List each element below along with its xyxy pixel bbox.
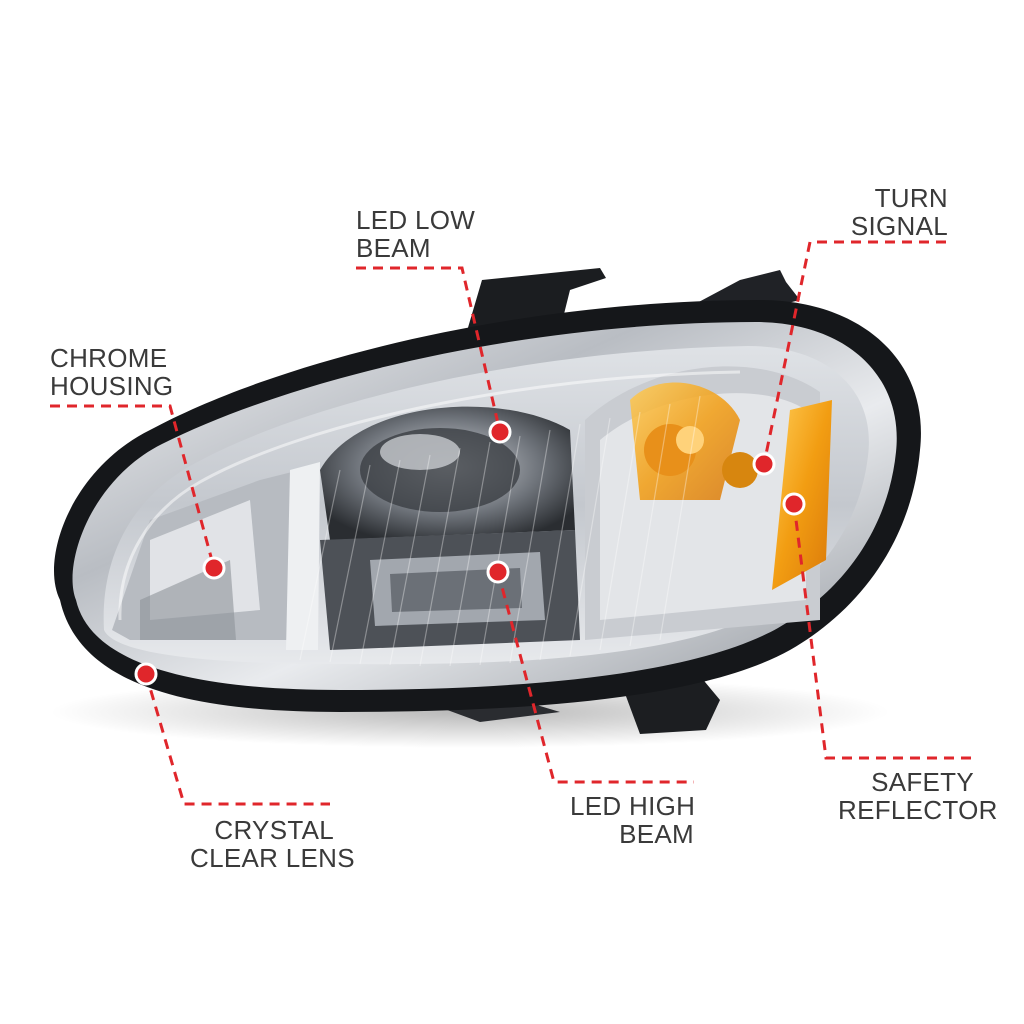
callout-line-high-beam — [496, 571, 694, 784]
marker-low-beam — [488, 420, 512, 444]
callout-line-turn-signal — [762, 240, 946, 465]
callout-label-line: SIGNAL — [850, 211, 948, 241]
callout-label-turn-signal: TURN SIGNAL — [851, 184, 948, 240]
marker-high-beam — [486, 560, 510, 584]
marker-safety-reflector — [782, 492, 806, 516]
callout-label-line: REFLECTOR — [838, 795, 998, 825]
callout-label-line: BEAM — [619, 819, 694, 849]
callout-lines — [50, 240, 974, 806]
callout-label-led-high-beam: LED HIGH BEAM — [570, 791, 696, 849]
callout-label-safety-reflector: SAFETY REFLECTOR — [838, 767, 998, 825]
callout-label-chrome-housing: CHROME HOUSING — [50, 344, 173, 400]
callout-label-line: HOUSING — [50, 371, 174, 401]
callout-line-safety-reflector — [792, 503, 974, 760]
callout-line-chrome-housing — [50, 404, 216, 569]
callout-line-low-beam — [356, 266, 502, 433]
callout-label-line: CHROME — [50, 343, 168, 373]
callout-label-line: BEAM — [356, 233, 431, 263]
marker-crystal-lens — [134, 662, 158, 686]
callout-label-line: SAFETY — [871, 767, 974, 797]
callout-label-line: CRYSTAL — [214, 815, 334, 845]
turn-signal — [630, 382, 758, 500]
callout-label-line: CLEAR LENS — [190, 843, 355, 873]
callout-markers — [134, 420, 806, 686]
safety-reflector — [772, 400, 832, 590]
lens-fluting — [299, 395, 701, 667]
callout-label-line: TURN — [874, 183, 948, 213]
callout-label-crystal-clear-lens: CRYSTAL CLEAR LENS — [190, 815, 355, 873]
marker-turn-signal — [752, 452, 776, 476]
callout-label-line: LED HIGH — [570, 791, 696, 821]
marker-chrome-housing — [202, 556, 226, 580]
callout-label-line: LED LOW — [356, 205, 476, 235]
callout-label-led-low-beam: LED LOW BEAM — [356, 206, 475, 262]
